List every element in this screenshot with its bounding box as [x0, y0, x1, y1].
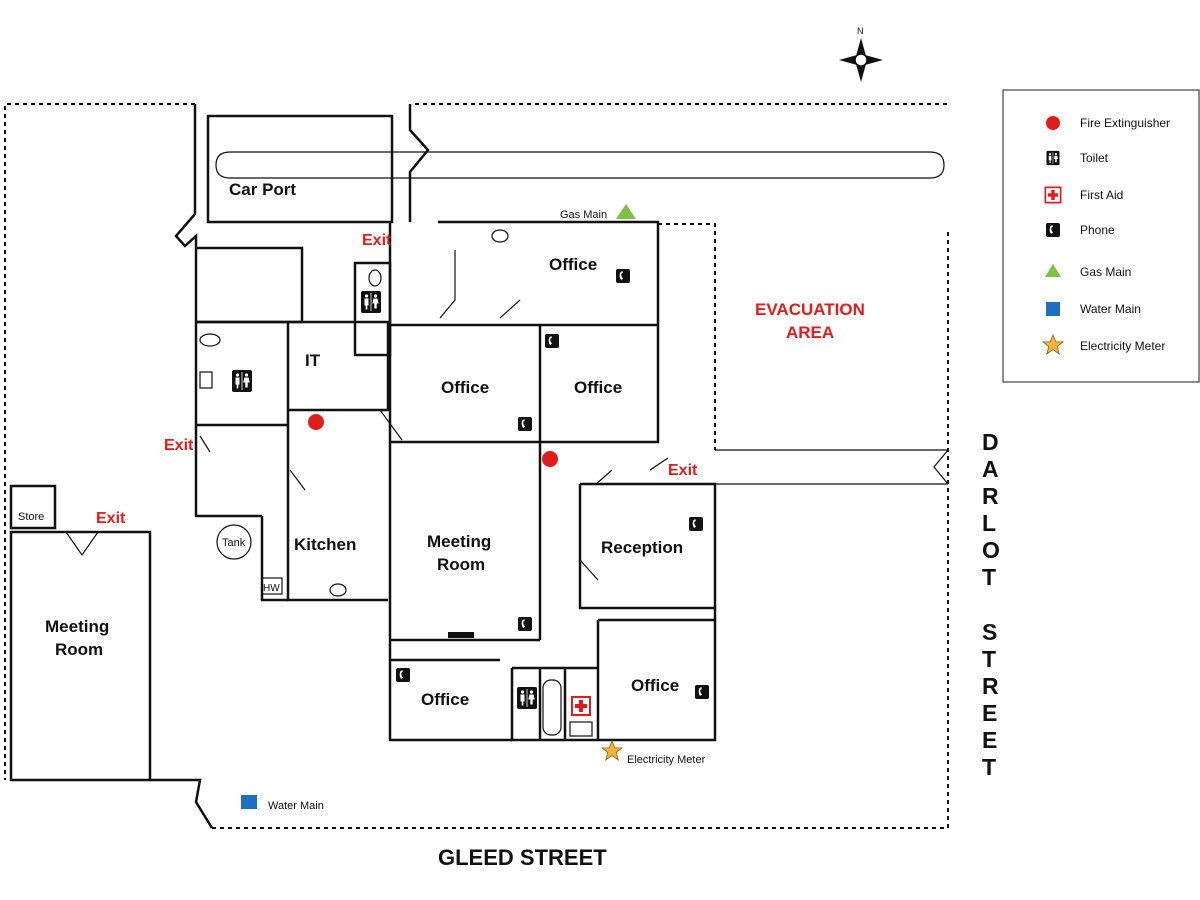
phone-icon: [545, 334, 559, 348]
exit-label-west-building: Exit: [96, 510, 126, 527]
driveway: [215, 151, 945, 179]
evacuation-area-label-1: EVACUATION: [755, 300, 865, 319]
compass-north-label: N: [857, 26, 864, 36]
fence-west: [174, 104, 198, 322]
water-main-icon: [241, 795, 257, 809]
phone-icon: [396, 668, 410, 682]
legend-gas-main-icon: [1045, 264, 1061, 277]
legend-label-fire-extinguisher: Fire Extinguisher: [1080, 116, 1170, 130]
legend-label-phone: Phone: [1080, 223, 1115, 237]
exit-label-north: Exit: [362, 232, 392, 249]
west-building: [9, 484, 214, 829]
legend-first-aid-icon: [1044, 186, 1062, 204]
exit-label-east: Exit: [668, 462, 698, 479]
water-main-label: Water Main: [268, 800, 324, 812]
legend-label-gas-main: Gas Main: [1080, 265, 1131, 279]
meeting-room-west-label-1: Meeting: [45, 617, 109, 636]
svg-text:S: S: [982, 619, 997, 645]
phone-icon: [689, 517, 703, 531]
gas-main-icon: [616, 204, 636, 219]
legend-label-water-main: Water Main: [1080, 302, 1141, 316]
fire-extinguisher-icon: [308, 414, 324, 430]
legend-label-electricity-meter: Electricity Meter: [1080, 339, 1165, 353]
hw-label: HW: [263, 583, 280, 594]
svg-text:D: D: [982, 429, 999, 455]
office-bottom-left-label: Office: [421, 690, 469, 709]
svg-text:O: O: [982, 537, 1000, 563]
legend-phone-icon: [1046, 223, 1060, 237]
svg-text:A: A: [982, 456, 999, 482]
east-driveway: [715, 449, 949, 485]
gas-main-label: Gas Main: [560, 209, 607, 221]
toilet-icon: [231, 369, 253, 393]
store-label: Store: [18, 511, 44, 523]
svg-text:E: E: [982, 700, 997, 726]
electricity-meter-icon: [601, 740, 623, 761]
legend-label-first-aid: First Aid: [1080, 188, 1123, 202]
svg-text:R: R: [982, 673, 999, 699]
office-bottom-right-label: Office: [631, 676, 679, 695]
phone-icon: [518, 617, 532, 631]
svg-text:T: T: [982, 564, 996, 590]
fire-extinguisher-icon: [542, 451, 558, 467]
reception-label: Reception: [601, 538, 683, 557]
meeting-room-main-label-1: Meeting: [427, 532, 491, 551]
office-top-label: Office: [549, 255, 597, 274]
legend-fire-extinguisher-icon: [1046, 116, 1060, 130]
legend-water-main-icon: [1046, 302, 1060, 316]
toilet-icon: [360, 290, 382, 314]
svg-text:R: R: [982, 483, 999, 509]
exit-label-west: Exit: [164, 437, 194, 454]
legend-toilet-icon: [1046, 150, 1060, 166]
meeting-room-west-label-2: Room: [55, 640, 103, 659]
car-port-room: [206, 114, 394, 224]
evacuation-area-label-2: AREA: [786, 323, 834, 342]
office-mid-right-label: Office: [574, 378, 622, 397]
car-port-label: Car Port: [229, 180, 296, 199]
fixtures: [199, 229, 593, 737]
legend-label-toilet: Toilet: [1080, 151, 1109, 165]
phone-icon: [518, 417, 532, 431]
main-building-walls: [194, 220, 717, 742]
it-label: IT: [305, 351, 321, 370]
phone-icon: [616, 269, 630, 283]
tank: [216, 524, 252, 560]
darlot-street-label: D A R L O T S T R E E T: [982, 429, 1000, 780]
fence-mid: [408, 104, 430, 222]
electricity-meter-label: Electricity Meter: [627, 754, 706, 766]
office-mid-left-label: Office: [441, 378, 489, 397]
compass-icon: [839, 38, 883, 82]
tank-label: Tank: [222, 537, 246, 549]
legend: Fire Extinguisher Toilet First Aid Phone…: [1002, 89, 1200, 383]
toilet-icon: [516, 686, 538, 710]
svg-text:L: L: [982, 510, 996, 536]
gleed-street-label: GLEED STREET: [438, 845, 607, 870]
phone-icon: [695, 685, 709, 699]
svg-text:E: E: [982, 727, 997, 753]
kitchen-label: Kitchen: [294, 535, 356, 554]
svg-text:T: T: [982, 646, 996, 672]
first-aid-icon: [571, 696, 591, 716]
property-boundary: [4, 103, 949, 829]
svg-text:T: T: [982, 754, 996, 780]
meeting-room-main-label-2: Room: [437, 555, 485, 574]
hw-unit: [261, 577, 283, 595]
